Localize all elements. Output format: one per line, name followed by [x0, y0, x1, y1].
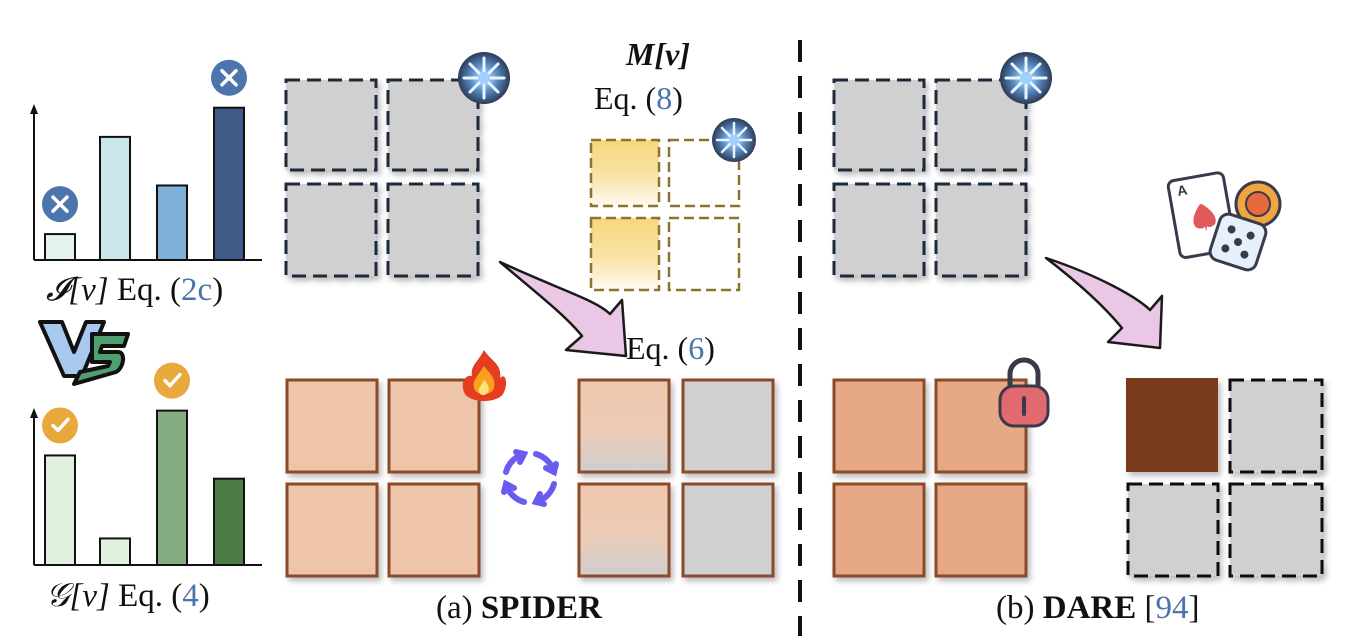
dropped-block — [1126, 482, 1220, 578]
cross-badge-icon — [211, 59, 247, 96]
generalization-label: 𝒢[v] Eq. (4) — [46, 578, 210, 615]
mask-eq-close: ) — [672, 80, 683, 116]
importance-eq-ref[interactable]: 2c — [181, 272, 213, 308]
merged-block — [681, 378, 775, 474]
importance-chart — [30, 59, 262, 262]
generalization-bar-2 — [99, 537, 131, 567]
dropped-block — [1228, 482, 1324, 578]
mask-symbol: M[v] — [626, 36, 690, 72]
spider-caption: (a) SPIDER — [436, 590, 602, 627]
arrow-eq-close: ) — [704, 330, 715, 366]
mask-symbol-label: M[v] — [626, 36, 690, 73]
generalization-symbol: 𝒢[v] — [46, 578, 110, 614]
merged-block — [577, 378, 671, 474]
trained-block — [387, 378, 481, 474]
importance-eq: Eq. ( — [116, 272, 182, 308]
spider-mask-grid — [589, 138, 741, 292]
dare-caption: (b) DARE [94] — [996, 590, 1200, 627]
spider-caption-name: SPIDER — [480, 590, 602, 626]
spider-merged-weights — [577, 378, 775, 578]
importance-bar-4 — [213, 106, 245, 261]
arrow-eq: Eq. ( — [626, 330, 689, 366]
update-arrow — [498, 260, 628, 358]
cards-dice-icon: A — [1166, 171, 1282, 272]
importance-label: 𝓘[v] Eq. (2c) — [46, 272, 223, 309]
check-badge-icon — [42, 407, 78, 444]
frozen-block — [832, 78, 926, 172]
importance-eq-close: ) — [212, 272, 224, 308]
snowflake-icon — [1000, 52, 1052, 104]
generalization-chart — [30, 362, 262, 567]
snowflake-icon — [458, 52, 510, 104]
merged-block — [577, 482, 671, 578]
mask-block — [589, 216, 661, 292]
frozen-block — [284, 182, 378, 278]
generalization-bar-1 — [44, 454, 76, 566]
check-badge-icon — [154, 362, 190, 399]
generalization-bar-4 — [213, 477, 245, 566]
dare-cite-close: ] — [1188, 590, 1200, 626]
dare-cite-open: [ — [1144, 590, 1156, 626]
random-drop-arrow — [1044, 256, 1164, 350]
svg-text:A: A — [1176, 181, 1189, 199]
arrow-eq-ref[interactable]: 6 — [688, 330, 705, 366]
dare-frozen-weights — [832, 78, 1028, 278]
dare-cite-ref[interactable]: 94 — [1155, 590, 1189, 626]
generalization-bar-3 — [156, 409, 188, 566]
swap-icon — [501, 449, 559, 507]
trained-block — [285, 378, 379, 474]
importance-symbol: 𝓘[v] — [46, 272, 109, 308]
frozen-block — [832, 182, 926, 278]
vs-logo — [38, 320, 130, 386]
mask-block — [589, 138, 661, 208]
generalization-eq-ref[interactable]: 4 — [182, 578, 199, 614]
spider-trained-weights — [285, 378, 481, 578]
mask-eq-label: Eq. (8) — [594, 80, 683, 117]
mask-block — [667, 216, 741, 292]
importance-bar-3 — [156, 184, 188, 261]
trained-block — [934, 482, 1028, 578]
trained-block — [832, 482, 926, 578]
lock-icon — [998, 357, 1050, 428]
cross-badge-icon — [42, 186, 78, 223]
merged-block — [681, 482, 775, 578]
arrow-eq-label: Eq. (6) — [626, 330, 715, 367]
mask-eq-ref[interactable]: 8 — [656, 80, 673, 116]
dropped-block — [1228, 378, 1324, 474]
frozen-block — [284, 78, 378, 172]
fire-icon — [462, 350, 507, 401]
kept-block — [1126, 378, 1218, 472]
trained-block — [285, 482, 379, 578]
importance-bar-2 — [99, 135, 131, 262]
frozen-block — [934, 182, 1028, 278]
frozen-block — [386, 182, 480, 278]
dare-caption-name: DARE — [1042, 590, 1137, 626]
snowflake-icon — [712, 118, 756, 162]
dare-caption-prefix: (b) — [996, 590, 1043, 626]
generalization-eq: Eq. ( — [118, 578, 183, 614]
generalization-eq-close: ) — [198, 578, 210, 614]
dare-trained-weights — [832, 378, 1028, 578]
trained-block — [387, 482, 481, 578]
frozen-block — [386, 78, 480, 172]
trained-block — [832, 378, 926, 474]
mask-eq: Eq. ( — [594, 80, 657, 116]
importance-bar-1 — [44, 233, 76, 262]
spider-frozen-weights — [284, 78, 480, 278]
spider-caption-prefix: (a) — [436, 590, 481, 626]
dare-result-weights — [1126, 378, 1324, 578]
